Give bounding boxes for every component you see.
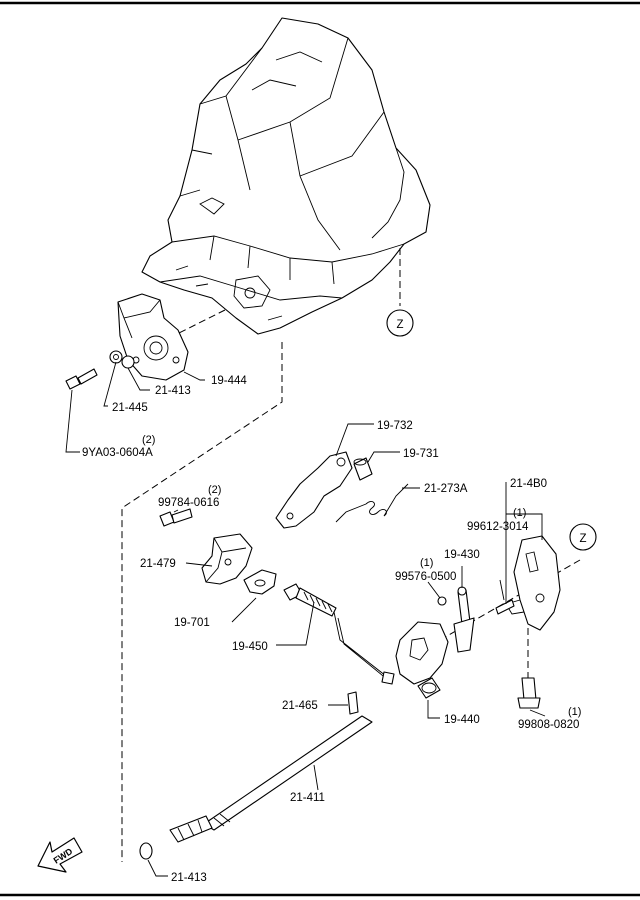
- callout-21-411: 21-411: [290, 792, 325, 804]
- neutral-switch-19-444: [117, 293, 189, 381]
- plate-21-4b0: [505, 535, 561, 631]
- callout-21-4b0: 21-4B0: [510, 478, 547, 490]
- detent-plate-19-440: [395, 621, 449, 699]
- bolt-99808-0820: [517, 677, 541, 709]
- svg-text:Z: Z: [579, 533, 586, 545]
- callout-21-413-bottom: 21-413: [171, 872, 207, 884]
- callout-99808-qty: (1): [568, 706, 581, 718]
- callout-21-479: 21-479: [140, 558, 176, 570]
- washer-21-445: [109, 350, 123, 364]
- lever-19-732: [275, 451, 353, 529]
- bushing-19-731: [353, 457, 373, 481]
- callout-19-444: 19-444: [211, 375, 247, 387]
- callout-99612-3014: 99612-3014: [467, 521, 529, 533]
- callout-19-731: 19-731: [403, 448, 439, 460]
- callout-21-465: 21-465: [282, 700, 318, 712]
- spring-21-273a: [335, 483, 409, 523]
- callout-21-445: 21-445: [112, 402, 148, 414]
- callout-19-701: 19-701: [174, 617, 210, 629]
- callout-19-430: 19-430: [444, 549, 480, 561]
- dash-lines: [121, 248, 581, 862]
- svg-text:Z: Z: [396, 319, 403, 331]
- callout-21-413-top: 21-413: [155, 385, 191, 397]
- callout-99808-0820: 99808-0820: [518, 719, 579, 731]
- bolt-99784-0616: [159, 508, 193, 527]
- callout-99784-qty: (2): [208, 484, 221, 496]
- clip-19-701: [243, 569, 277, 595]
- o-ring-21-413-bottom: [139, 842, 153, 860]
- o-ring-21-413-top: [121, 355, 135, 369]
- callout-99576-0500: 99576-0500: [395, 571, 456, 583]
- callout-99576-qty: (1): [420, 557, 433, 569]
- fwd-arrow-icon: FWD: [37, 837, 83, 873]
- callout-99784-0616: 99784-0616: [158, 497, 219, 509]
- transmission-case: [141, 17, 431, 335]
- bracket-21-479: [201, 533, 253, 585]
- pin-19-430: [453, 586, 475, 653]
- washer-99576-0500: [437, 596, 447, 606]
- callout-19-450: 19-450: [232, 641, 268, 653]
- callout-9ya03-0604a: 9YA03-0604A: [82, 447, 153, 459]
- shaft-21-411: [169, 715, 373, 843]
- connector-z-top: Z: [386, 309, 414, 337]
- callout-19-440: 19-440: [444, 714, 480, 726]
- shift-rod-19-450: [283, 583, 395, 685]
- bolt-9ya03: [65, 368, 98, 390]
- callout-99612-qty: (1): [513, 507, 526, 519]
- pin-99612-3014: [495, 599, 515, 615]
- leader-lines: [65, 361, 546, 877]
- pin-21-465: [347, 691, 359, 715]
- callout-19-732: 19-732: [377, 420, 413, 432]
- callout-21-273a: 21-273A: [424, 483, 468, 495]
- callout-9ya03-qty: (2): [142, 434, 155, 446]
- connector-z-right: Z: [569, 523, 597, 551]
